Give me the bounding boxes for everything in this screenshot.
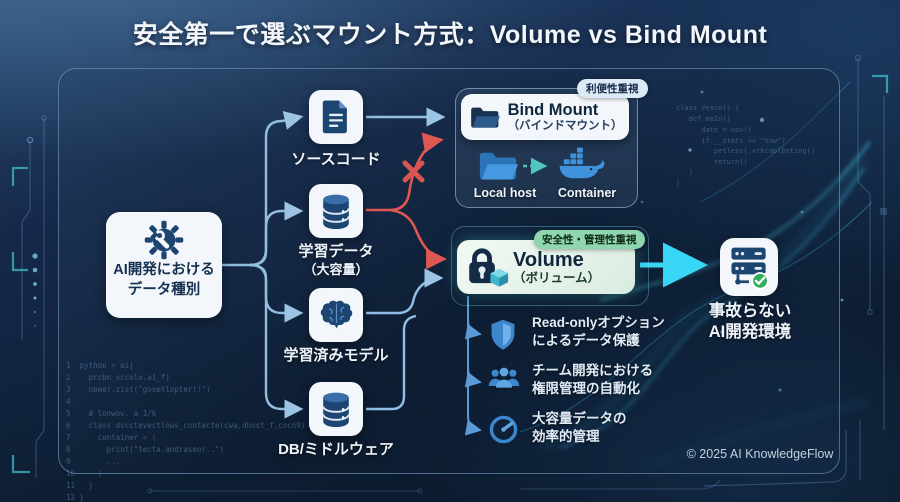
bind-mount-header: Bind Mount （バインドマウント） [461, 94, 629, 140]
docker-whale-icon [559, 147, 605, 179]
benefit-capacity-line2: 効率的管理 [532, 429, 600, 445]
gear-wrench-icon [144, 220, 184, 260]
brain-icon [320, 300, 352, 329]
source-node-label-line2: データ種別 [127, 281, 201, 298]
lock-cube-icon [469, 248, 509, 287]
tile-trained-model [309, 288, 363, 342]
dot-column [32, 253, 38, 327]
tile-training-data [309, 184, 363, 238]
folder-icon [479, 152, 519, 180]
decor-code-right: class Vesce() { def meIn() date = nov() … [676, 104, 816, 188]
source-node: AI開発における データ種別 [106, 212, 222, 318]
label-training-data-sub: （大容量） [303, 262, 369, 277]
benefit-team-line1: チーム開発における [532, 363, 654, 378]
page-title: 安全第一で選ぶマウント方式：Volume vs Bind Mount [132, 21, 768, 49]
source-node-label-line1: AI開発における [113, 262, 215, 278]
benefit-capacity: 大容量データの 効率的管理 [532, 410, 722, 446]
outcome-tile [720, 238, 778, 296]
decor-code-left: 1 python = ai| 2 prcbn_sccolv.a1_f) 3 no… [66, 360, 314, 502]
circuit-traces-left [21, 115, 47, 478]
benefit-capacity-line1: 大容量データの [532, 411, 627, 426]
team-icon [488, 366, 520, 398]
label-source-code: ソースコード [291, 151, 381, 168]
docker-container [558, 146, 606, 186]
volume-title: Volume [513, 248, 584, 271]
outcome-label-line2: AI開発環境 [708, 323, 792, 341]
tile-source-code [309, 90, 363, 144]
database-icon [322, 392, 350, 427]
gauge-icon [488, 414, 520, 446]
server-check-icon [731, 247, 769, 290]
database-icon [322, 194, 350, 229]
label-training-data: 学習データ [298, 243, 374, 260]
label-trained-model: 学習済みモデル [283, 347, 389, 364]
label-local-host: Local host [473, 186, 537, 200]
benefit-team: チーム開発における 権限管理の自動化 [532, 362, 722, 398]
local-host-folder [477, 148, 519, 187]
tile-db-middleware [309, 382, 363, 436]
bind-mount-subtitle: （バインドマウント） [507, 120, 623, 133]
label-container: Container [557, 186, 617, 200]
copyright-text: © 2025 AI KnowledgeFlow [686, 447, 834, 461]
volume-subtitle: （ボリューム） [513, 270, 601, 285]
label-db-middleware: DB/ミドルウェア [278, 441, 394, 458]
volume-badge: 安全性・管理性重視 [534, 230, 645, 249]
shield-icon [488, 318, 520, 350]
bind-mount-title: Bind Mount [507, 101, 599, 120]
folder-icon [471, 107, 500, 128]
benefit-team-line2: 権限管理の自動化 [532, 381, 640, 397]
document-icon [322, 100, 347, 134]
bind-mount-badge: 利便性重視 [577, 79, 648, 98]
